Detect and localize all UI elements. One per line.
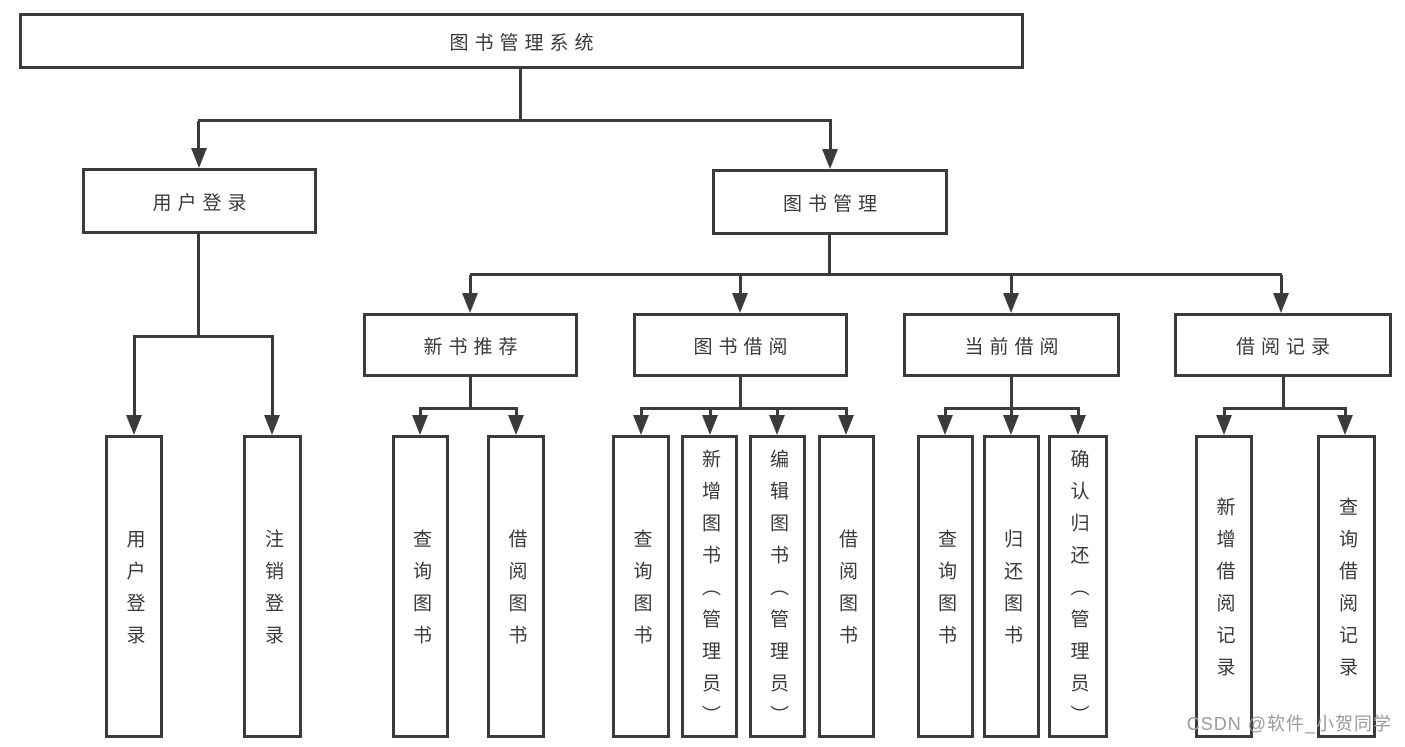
- connector-line: [420, 407, 517, 410]
- arrow-down-icon: [1003, 293, 1019, 313]
- arrow-down-icon: [1070, 415, 1086, 435]
- connector-line: [1280, 275, 1283, 295]
- leaf-query-books-borrow: 查询图书: [612, 435, 670, 738]
- arrow-down-icon: [1216, 415, 1232, 435]
- connector-line: [1223, 407, 1226, 418]
- leaf-query-books-current: 查询图书: [917, 435, 974, 738]
- leaf-add-books-admin: 新增图书（管理员）: [681, 435, 738, 738]
- connector-line: [1282, 376, 1285, 409]
- arrow-down-icon: [1337, 415, 1353, 435]
- arrow-down-icon: [1273, 293, 1289, 313]
- leaf-confirm-return-admin: 确认归还（管理员）: [1048, 435, 1108, 738]
- connector-line: [709, 407, 712, 418]
- leaf-query-books-borrow-label: 查询图书: [630, 529, 652, 657]
- leaf-user-login-label: 用户登录: [123, 529, 145, 657]
- arrow-down-icon: [1003, 415, 1019, 435]
- leaf-add-borrow-record: 新增借阅记录: [1195, 435, 1253, 738]
- node-root-label: 图书管理系统: [449, 32, 600, 54]
- connector-line: [197, 121, 200, 150]
- node-new-book-recommendation: 新书推荐: [363, 313, 578, 377]
- leaf-borrow-books: 借阅图书: [818, 435, 875, 738]
- leaf-query-borrow-record-label: 查询借阅记录: [1336, 497, 1357, 689]
- leaf-query-borrow-record: 查询借阅记录: [1317, 435, 1376, 738]
- watermark: CSDN @软件_小贺同学: [1186, 714, 1392, 734]
- arrow-down-icon: [822, 149, 838, 169]
- leaf-query-books-current-label: 查询图书: [935, 529, 956, 657]
- arrow-down-icon: [937, 415, 953, 435]
- connector-line: [515, 407, 518, 418]
- arrow-down-icon: [732, 293, 748, 313]
- arrow-down-icon: [508, 415, 524, 435]
- leaf-borrow-books-recommend-label: 借阅图书: [505, 529, 527, 657]
- arrow-down-icon: [412, 415, 428, 435]
- leaf-borrow-books-recommend: 借阅图书: [487, 435, 545, 738]
- connector-line: [198, 119, 832, 122]
- node-root: 图书管理系统: [19, 13, 1024, 69]
- connector-line: [469, 275, 472, 295]
- connector-line: [828, 234, 831, 275]
- node-current-borrowing-label: 当前借阅: [964, 336, 1065, 358]
- leaf-return-books-label: 归还图书: [1001, 529, 1022, 657]
- connector-line: [197, 232, 200, 338]
- leaf-edit-books-admin: 编辑图书（管理员）: [749, 435, 806, 738]
- leaf-edit-books-admin-label: 编辑图书（管理员）: [767, 449, 788, 737]
- leaf-logout: 注销登录: [243, 435, 302, 738]
- arrow-down-icon: [264, 415, 280, 435]
- arrow-down-icon: [769, 415, 785, 435]
- connector-line: [1224, 407, 1346, 410]
- connector-line: [469, 376, 472, 409]
- arrow-down-icon: [126, 415, 142, 435]
- arrow-down-icon: [702, 415, 718, 435]
- connector-line: [776, 407, 779, 418]
- leaf-add-books-admin-label: 新增图书（管理员）: [699, 449, 720, 737]
- connector-line: [944, 407, 947, 418]
- leaf-query-books-recommend-label: 查询图书: [410, 529, 431, 657]
- node-current-borrowing: 当前借阅: [903, 313, 1120, 377]
- leaf-return-books: 归还图书: [983, 435, 1040, 738]
- arrow-down-icon: [633, 415, 649, 435]
- connector-line: [845, 407, 848, 418]
- leaf-borrow-books-label: 借阅图书: [836, 529, 857, 657]
- connector-line: [640, 407, 643, 418]
- node-user-login: 用户登录: [82, 168, 317, 234]
- node-book-borrowing: 图书借阅: [633, 313, 848, 377]
- leaf-confirm-return-admin-label: 确认归还（管理员）: [1067, 449, 1089, 737]
- connector-line: [1010, 407, 1013, 418]
- connector-line: [1344, 407, 1347, 418]
- leaf-query-books-recommend: 查询图书: [392, 435, 449, 738]
- connector-line: [470, 273, 1282, 276]
- connector-line: [739, 376, 742, 409]
- node-borrowing-records-label: 借阅记录: [1235, 336, 1336, 358]
- leaf-logout-label: 注销登录: [262, 529, 283, 657]
- leaf-add-borrow-record-label: 新增借阅记录: [1213, 497, 1235, 689]
- arrow-down-icon: [838, 415, 854, 435]
- node-borrowing-records: 借阅记录: [1174, 313, 1392, 377]
- connector-line: [641, 407, 847, 410]
- node-book-management: 图书管理: [712, 169, 948, 235]
- connector-line: [1010, 275, 1013, 295]
- connector-line: [1077, 407, 1080, 418]
- node-book-management-label: 图书管理: [782, 193, 883, 215]
- arrow-down-icon: [462, 293, 478, 313]
- node-user-login-label: 用户登录: [152, 192, 253, 214]
- connector-line: [133, 335, 274, 338]
- arrow-down-icon: [191, 148, 207, 168]
- connector-line: [133, 337, 136, 417]
- connector-line: [739, 275, 742, 295]
- connector-line: [519, 69, 522, 122]
- node-book-borrowing-label: 图书借阅: [693, 336, 794, 358]
- connector-line: [271, 337, 274, 417]
- connector-line: [1010, 376, 1013, 409]
- connector-line: [419, 407, 422, 418]
- leaf-user-login: 用户登录: [105, 435, 163, 738]
- node-new-book-recommendation-label: 新书推荐: [423, 336, 524, 358]
- connector-line: [829, 121, 832, 151]
